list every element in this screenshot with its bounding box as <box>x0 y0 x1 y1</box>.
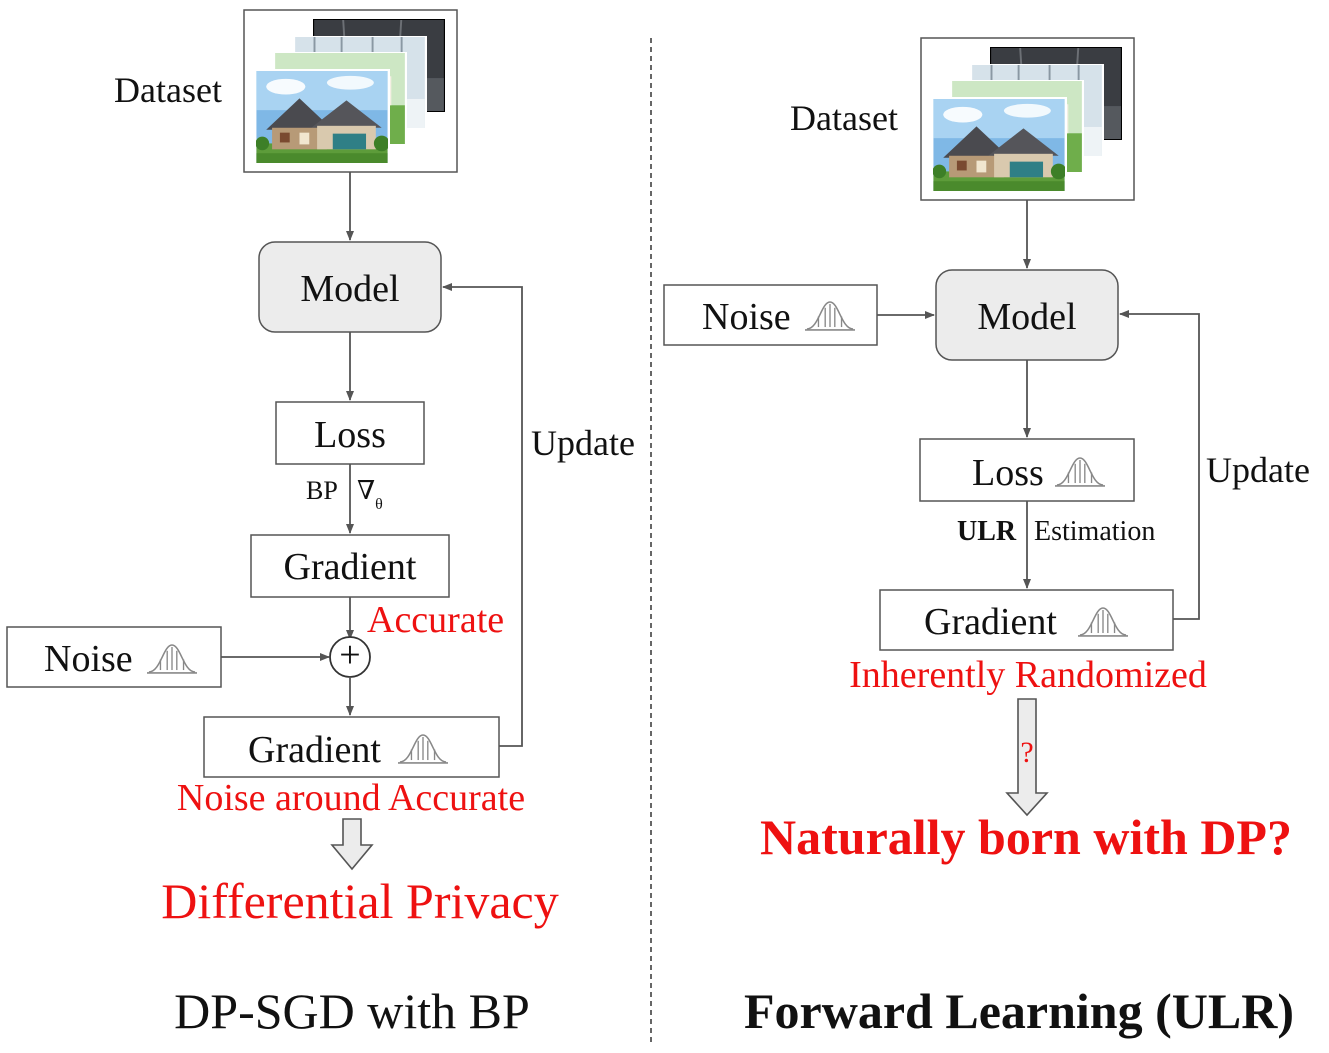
left-noisy-gradient-box <box>203 716 500 778</box>
right-loss-box <box>919 438 1135 502</box>
right-gradient-label: Gradient <box>924 601 1057 643</box>
left-loss-label: Loss <box>314 414 386 456</box>
left-noise-label: Noise <box>44 638 133 680</box>
right-caption: Forward Learning (ULR) <box>744 983 1294 1039</box>
plus-symbol: + <box>339 634 361 676</box>
naturally-born-with-dp-label: Naturally born with DP? <box>760 809 1292 865</box>
question-mark: ? <box>1020 736 1034 769</box>
left-bp-label: BP <box>306 476 338 505</box>
left-implies-arrow <box>330 818 374 871</box>
left-gradient-box <box>250 534 450 598</box>
ulr-label: ULR <box>957 516 1017 547</box>
accurate-label: Accurate <box>367 599 505 641</box>
right-dataset-box <box>920 37 1135 201</box>
left-gradient-label: Gradient <box>283 546 417 588</box>
right-uncertain-arrow <box>1005 698 1049 817</box>
left-dataset-label: Dataset <box>114 70 222 110</box>
right-update-label: Update <box>1206 450 1310 490</box>
right-dataset-label: Dataset <box>790 98 898 138</box>
left-grad-operator: ∇θ <box>357 476 383 513</box>
right-update-arrow <box>1119 310 1200 620</box>
right-dataset-stack-icon <box>931 47 1122 193</box>
differential-privacy-label: Differential Privacy <box>161 873 559 929</box>
inherently-randomized-label: Inherently Randomized <box>849 654 1207 696</box>
noise-around-accurate-label: Noise around Accurate <box>176 777 526 819</box>
left-caption: DP-SGD with BP <box>174 983 530 1039</box>
left-noise-box <box>6 626 222 688</box>
left-update-arrow <box>442 283 523 747</box>
left-noisy-gradient-label: Gradient <box>248 729 381 771</box>
theta-subscript: θ <box>375 496 383 513</box>
estimation-label: Estimation <box>1034 516 1156 547</box>
right-noise-box <box>663 284 878 346</box>
left-model-label: Model <box>300 268 400 310</box>
right-loss-label: Loss <box>972 452 1044 494</box>
left-update-label: Update <box>531 423 635 463</box>
left-loss-box <box>275 401 425 465</box>
left-dataset-box <box>243 9 458 173</box>
nabla-symbol: ∇ <box>357 476 376 505</box>
right-noise-label: Noise <box>702 296 791 338</box>
right-gradient-box <box>879 589 1174 651</box>
right-model-label: Model <box>977 296 1077 338</box>
left-dataset-stack-icon <box>254 19 445 165</box>
